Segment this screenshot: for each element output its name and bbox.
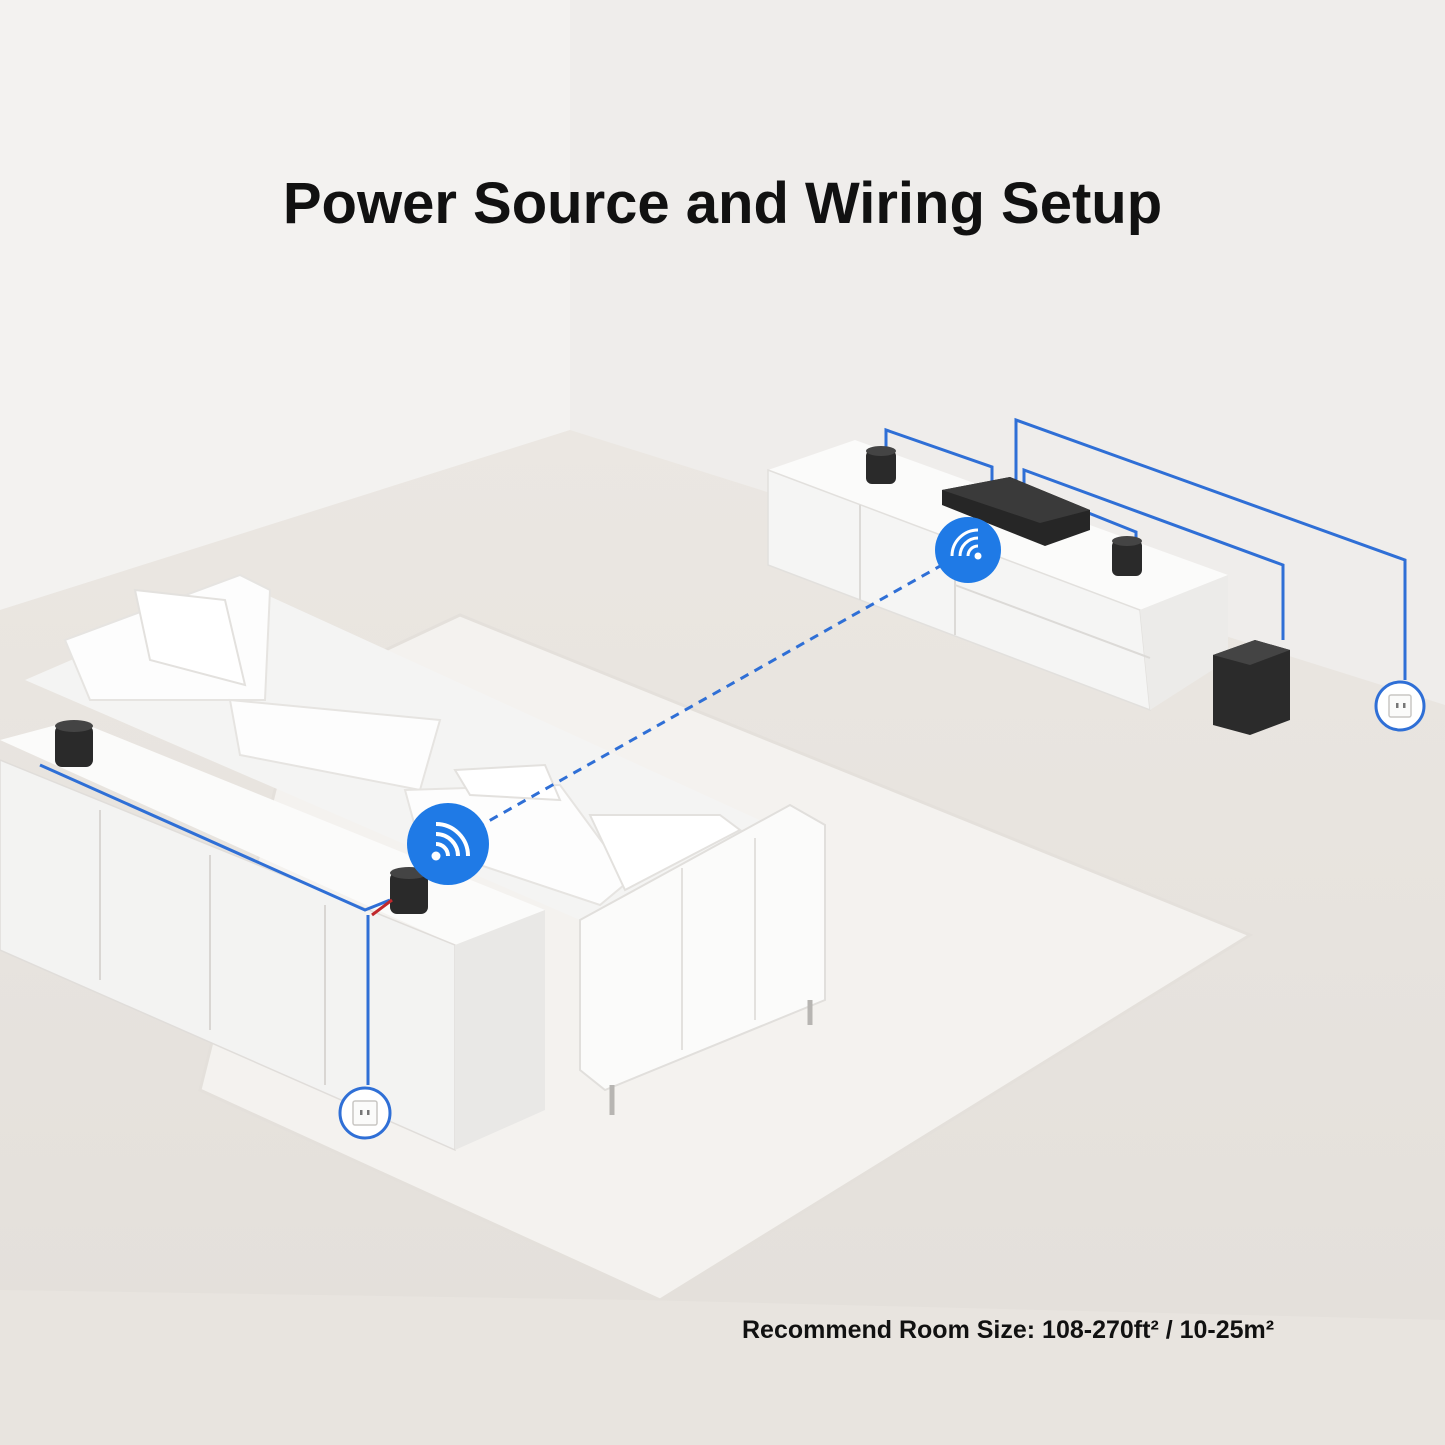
wifi-signal-icon — [407, 803, 489, 885]
wifi-signal-icon — [935, 517, 1001, 583]
rear-wires — [39, 763, 391, 1085]
front-left-speaker — [866, 446, 896, 484]
power-outlet-icon — [1374, 680, 1426, 732]
subwoofer — [1213, 640, 1290, 735]
floor-step — [0, 1290, 1445, 1445]
rear-right-speaker — [371, 867, 428, 917]
soundbar — [942, 477, 1090, 546]
wireless-link — [447, 550, 966, 846]
front-right-speaker — [1112, 536, 1142, 576]
page-title: Power Source and Wiring Setup — [282, 171, 1163, 236]
room-size-caption: Recommend Room Size: 108-270ft² / 10-25m… — [742, 1316, 1275, 1344]
power-outlet-icon — [338, 1086, 392, 1140]
rear-left-speaker — [55, 720, 93, 767]
sofa — [25, 573, 826, 1115]
